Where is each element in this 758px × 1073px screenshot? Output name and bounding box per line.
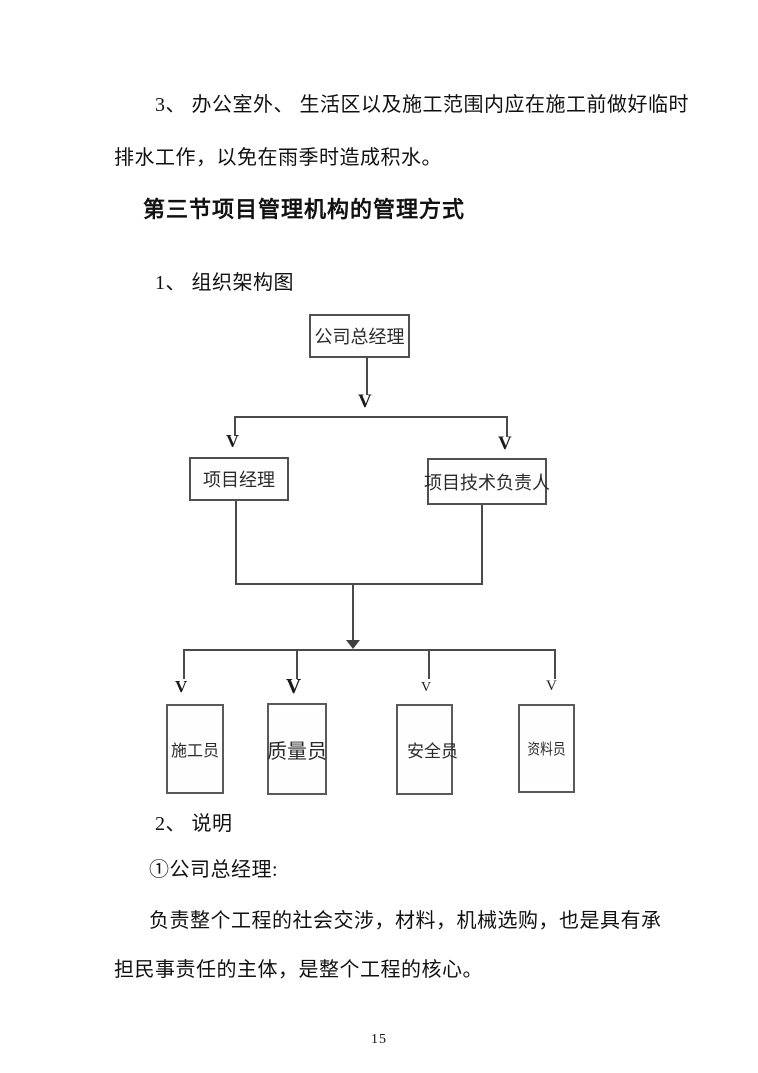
note-body-line1: 负责整个工程的社会交涉，材料，机械选购，也是具有承 (149, 910, 662, 932)
org-node-technical-lead: 项目技术负责人 (424, 458, 550, 505)
org-node-label: 项目经理 (203, 470, 275, 490)
paragraph-drainage-line1: 3、 办公室外、 生活区以及施工范围内应在施工前做好临时 (155, 94, 689, 116)
arrowhead-down-icon (346, 640, 360, 649)
org-node-label: 项目技术负责人 (424, 472, 550, 493)
note-body-line2: 担民事责任的主体，是整个工程的核心。 (114, 959, 483, 981)
page-number: 15 (371, 1032, 387, 1047)
arrowhead-down-icon: V (286, 674, 302, 698)
connector-line (352, 585, 354, 642)
arrowhead-down-icon: V (421, 680, 432, 695)
org-node-label: 施工员 (170, 743, 219, 760)
note-heading-general-manager: ①公司总经理: (149, 859, 279, 881)
org-node-label: 质量员 (267, 740, 327, 763)
org-node-construction-worker: 施工员 (166, 704, 224, 794)
org-node-general-manager: 公司总经理 (309, 314, 410, 358)
org-node-label: 资料员 (527, 742, 566, 758)
connector-line (183, 649, 556, 651)
connector-line (481, 505, 483, 584)
connector-line (506, 416, 508, 437)
list-item-explanation: 2、 说明 (155, 813, 233, 835)
paragraph-drainage-line2: 排水工作，以免在雨季时造成积水。 (114, 147, 442, 169)
org-node-label: 公司总经理 (314, 327, 405, 347)
arrowhead-down-icon: V (226, 431, 239, 451)
list-item-org-structure: 1、 组织架构图 (155, 272, 294, 294)
arrowhead-down-icon: V (498, 433, 512, 454)
connector-line (366, 357, 368, 395)
connector-line (428, 651, 430, 679)
arrowhead-down-icon: V (358, 391, 372, 412)
org-node-project-manager: 项目经理 (189, 457, 289, 501)
connector-line (235, 583, 483, 585)
arrowhead-down-icon: V (175, 677, 188, 696)
connector-line (183, 651, 185, 679)
connector-line (234, 416, 508, 418)
connector-line (235, 501, 237, 584)
connector-line (554, 651, 556, 679)
org-node-document-officer: 资料员 (518, 704, 575, 793)
section-heading: 第三节项目管理机构的管理方式 (143, 197, 466, 222)
connector-line (296, 651, 298, 679)
org-node-quality-officer: 质量员 (267, 703, 327, 795)
arrowhead-down-icon: V (546, 678, 557, 694)
org-node-label: 安全员 (407, 742, 458, 761)
connector-line (234, 416, 236, 436)
org-node-safety-officer: 安全员 (396, 704, 458, 795)
